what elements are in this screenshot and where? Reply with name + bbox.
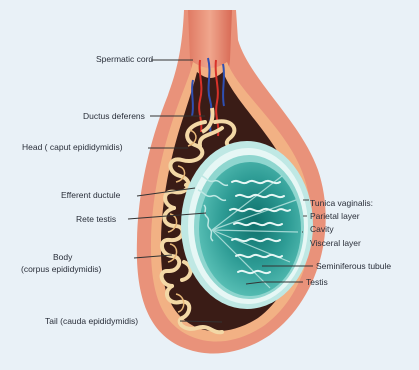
label-tail: Tail (cauda epididymidis) [45,316,138,326]
label-tunica-title: Tunica vaginalis: [310,198,373,208]
label-visceral-layer: Visceral layer [310,238,361,248]
label-head: Head ( caput epididymidis) [22,142,123,152]
label-spermatic-cord: Spermatic cord [96,54,153,64]
label-ductus-deferens: Ductus deferens [83,111,145,121]
label-testis: Testis [306,277,328,287]
label-body-line2: (corpus epididymidis) [21,264,101,274]
label-cavity: Cavity [310,224,334,234]
label-efferent-ductule: Efferent ductule [61,190,121,200]
label-parietal-layer: Parietal layer [310,211,360,221]
label-rete-testis: Rete testis [76,214,116,224]
label-body-line1: Body [53,252,73,262]
label-seminiferous-tubule: Seminiferous tubule [316,261,391,271]
